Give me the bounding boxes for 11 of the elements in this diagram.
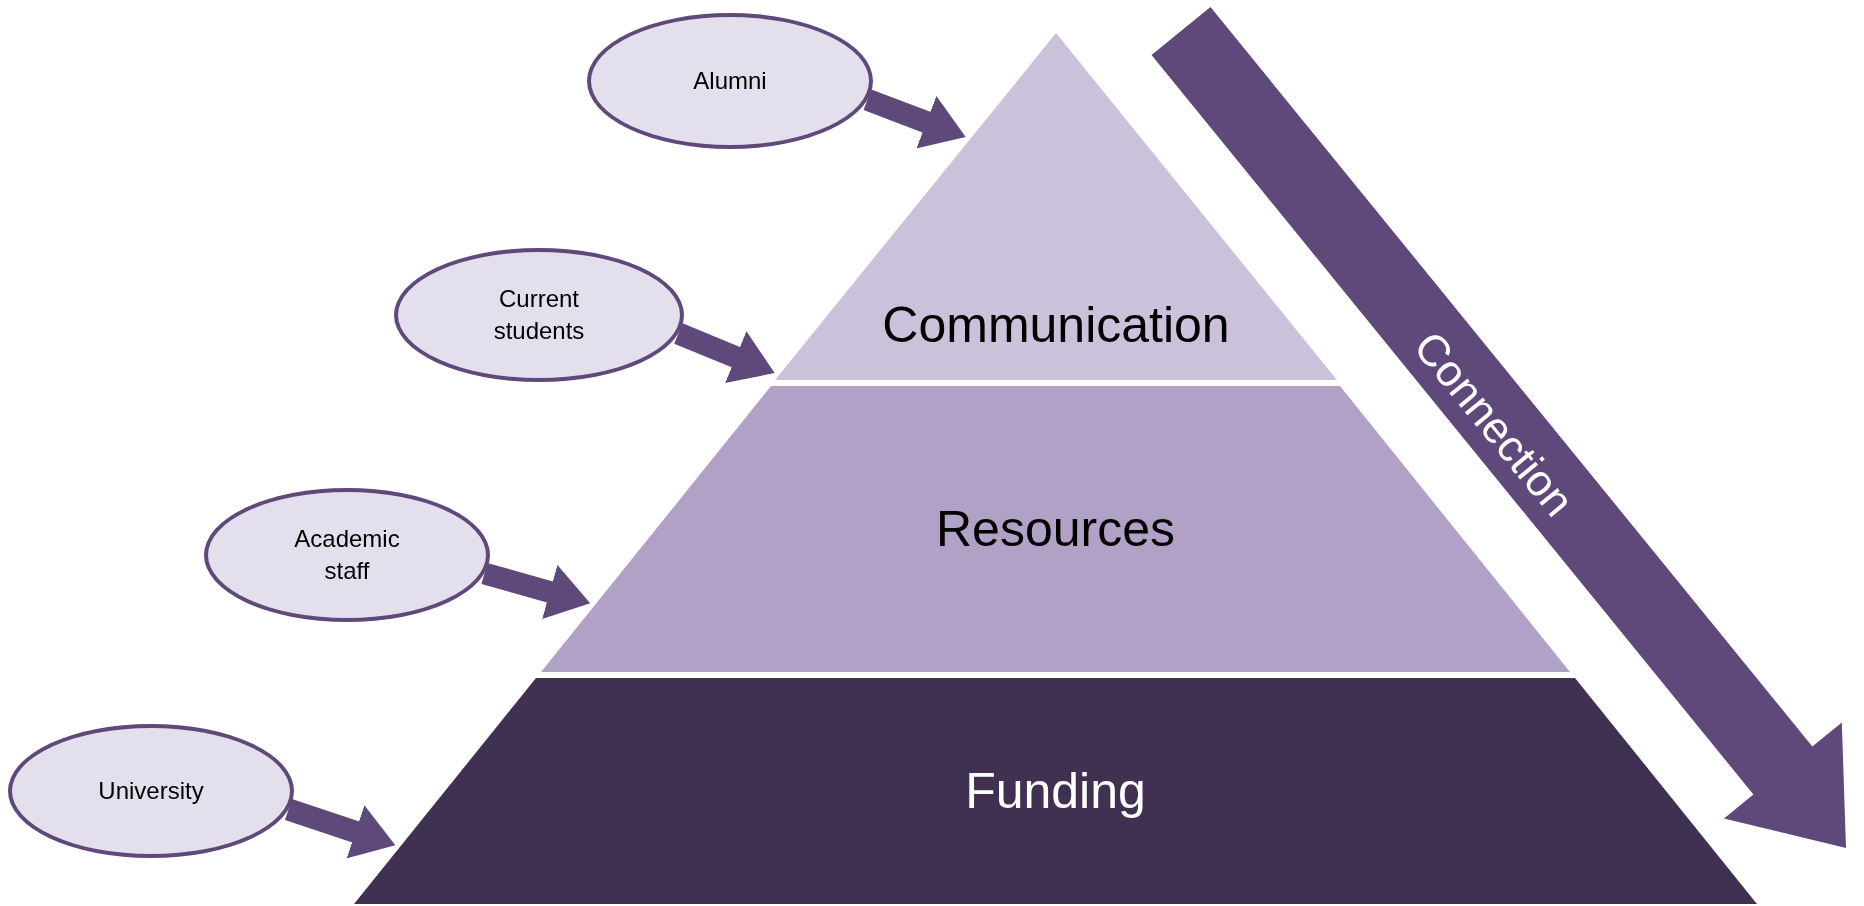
block-arrow	[481, 562, 591, 619]
block-arrow	[285, 799, 396, 859]
tier-label: Communication	[882, 300, 1230, 350]
ellipse-node: Academic staff	[204, 488, 490, 622]
block-arrow	[674, 323, 775, 383]
ellipse-node: Current students	[394, 248, 684, 382]
ellipse-node: University	[8, 724, 294, 858]
ellipse-node: Alumni	[587, 13, 873, 149]
tier-label: Funding	[965, 766, 1146, 816]
tier-label: Resources	[936, 504, 1175, 554]
block-arrow	[863, 89, 966, 149]
